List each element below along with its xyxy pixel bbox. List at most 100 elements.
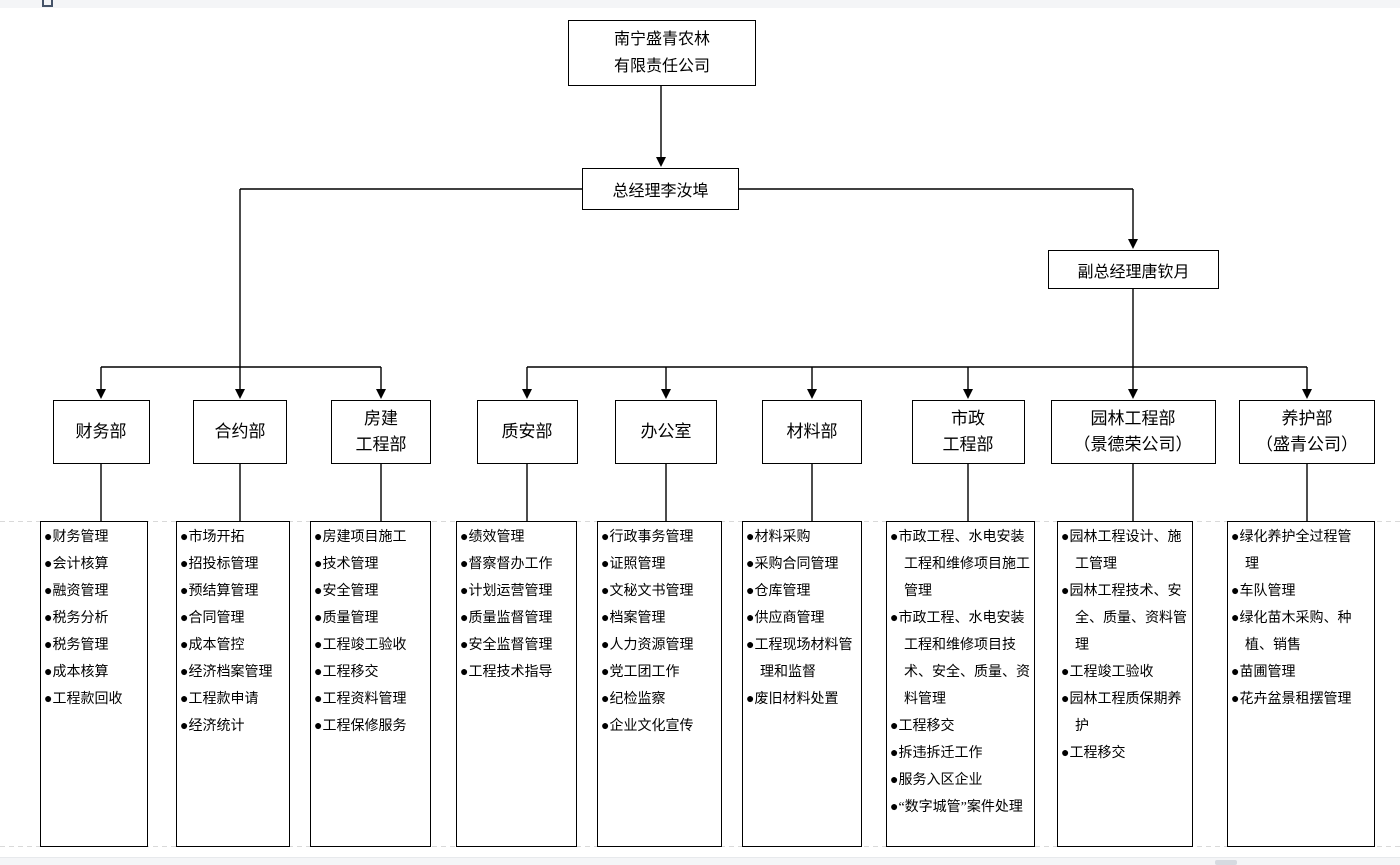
department-box-2: 合约部	[193, 400, 287, 464]
duty-item: ●工程现场材料管理和监督	[746, 638, 853, 680]
duty-item: ●合同管理	[180, 611, 245, 626]
duty-item: ●成本管控	[180, 638, 245, 653]
department-name: （景德荣公司）	[1073, 435, 1193, 454]
duty-item: ●苗圃管理	[1231, 665, 1296, 680]
department-name: 工程部	[942, 435, 994, 454]
company-name-line1: 南宁盛青农林	[613, 31, 710, 48]
duty-item: ●车队管理	[1231, 584, 1296, 599]
department-name: 财务部	[75, 422, 127, 441]
department-duties-box-5: ●行政事务管理●证照管理●文秘文书管理●档案管理●人力资源管理●党工团工作●纪检…	[597, 521, 722, 847]
duty-item: ●督察督办工作	[460, 557, 553, 572]
duty-item: ●市政工程、水电安装工程和维修项目技术、安全、质量、资料管理	[890, 611, 1030, 707]
department-name: 合约部	[214, 422, 266, 441]
department-duties-box-6: ●材料采购 ●采购合同管理 ●仓库管理 ●供应商管理 ●工程现场材料管理和监督 ●废旧材料…	[742, 521, 862, 847]
horizontal-scrollbar-thumb[interactable]	[1215, 860, 1237, 865]
department-name: 养护部	[1281, 409, 1333, 428]
duty-item: ●材料采购	[746, 530, 811, 545]
duty-item: ●企业文化宣传	[601, 719, 694, 734]
duty-item: ●花卉盆景租摆管理	[1231, 692, 1352, 707]
duty-item: ●档案管理	[601, 611, 666, 626]
department-box-4: 质安部	[476, 400, 578, 464]
duty-item: ●园林工程设计、施工管理	[1061, 530, 1182, 572]
department-box-7: 市政工程部	[911, 400, 1025, 464]
duty-item: ●纪检监察	[601, 692, 666, 707]
department-duties-box-3: ●房建项目施工●技术管理●安全管理●质量管理●工程竣工验收●工程移交●工程资料管…	[310, 521, 431, 847]
duty-item: ●园林工程技术、安全、质量、资料管理	[1061, 584, 1187, 653]
duty-item: ●供应商管理	[746, 611, 825, 626]
duty-item: ●市政工程、水电安装工程和维修项目施工管理	[890, 530, 1030, 599]
duty-item: ●成本核算	[44, 665, 109, 680]
duty-item: ●技术管理	[314, 557, 379, 572]
department-duties-box-7: ●市政工程、水电安装工程和维修项目施工管理 ●市政工程、水电安装工程和维修项目技术…	[886, 521, 1035, 847]
department-duties-box-1: ●财务管理 ●会计核算 ●融资管理 ●税务分析 ●税务管理 ●成本核算 ●工程款回收	[40, 521, 148, 847]
duty-item: ●安全监督管理	[460, 638, 553, 653]
department-name: 市政	[951, 409, 985, 428]
department-name: 办公室	[640, 422, 692, 441]
duty-item: ●安全管理	[314, 584, 379, 599]
general-manager-box: 总经理李汝埠	[582, 168, 739, 210]
department-duties-box-9: ●绿化养护全过程管理 ●车队管理 ●绿化苗木采购、种植、销售 ●苗圃管理 ●花卉盆景租摆…	[1227, 521, 1375, 847]
company-name-line2: 有限责任公司	[613, 58, 710, 75]
duty-item: ●证照管理	[601, 557, 666, 572]
department-name: 房建	[364, 409, 398, 428]
duty-item: ●预结算管理	[180, 584, 259, 599]
duty-item: ●工程移交	[1061, 746, 1126, 761]
department-box-9: 养护部 （盛青公司）	[1239, 400, 1375, 464]
duty-item: ●废旧材料处置	[746, 692, 839, 707]
company-root-box: 南宁盛青农林 有限责任公司	[568, 20, 756, 86]
department-name: 工程部	[355, 435, 407, 454]
duty-item: ●绩效管理	[460, 530, 525, 545]
department-name: 材料部	[786, 422, 838, 441]
duty-item: ●经济统计	[180, 719, 245, 734]
department-duties-box-4: ●绩效管理 ●督察督办工作 ●计划运营管理 ●质量监督管理 ●安全监督管理 ●工程技术指导	[456, 521, 577, 847]
duty-item: ●绿化养护全过程管理	[1231, 530, 1352, 572]
deputy-general-manager-label: 副总经理唐钦月	[1077, 263, 1190, 281]
duty-item: ●经济档案管理	[180, 665, 273, 680]
duty-item: ●财务管理	[44, 530, 109, 545]
department-duties-box-2: ●市场开拓●招投标管理●预结算管理●合同管理●成本管控●经济档案管理●工程款申请…	[176, 521, 290, 847]
duty-item: ●融资管理	[44, 584, 109, 599]
department-duties-box-8: ●园林工程设计、施工管理 ●园林工程技术、安全、质量、资料管理 ●工程竣工验收 ●园林…	[1057, 521, 1193, 847]
duty-item: ●工程资料管理	[314, 692, 407, 707]
duty-item: ●工程技术指导	[460, 665, 553, 680]
duty-item: ●园林工程质保期养护	[1061, 692, 1182, 734]
department-name: 质安部	[501, 422, 553, 441]
department-box-1: 财务部	[52, 400, 150, 464]
department-name: 园林工程部	[1090, 409, 1176, 428]
duty-item: ●工程款申请	[180, 692, 259, 707]
duty-item: ●市场开拓	[180, 530, 245, 545]
duty-item: ●文秘文书管理	[601, 584, 694, 599]
duty-item: ●“数字城管”案件处理	[890, 800, 1023, 815]
duty-item: ●服务入区企业	[890, 773, 983, 788]
department-box-3: 房建工程部	[331, 400, 431, 464]
duty-item: ●计划运营管理	[460, 584, 553, 599]
duty-item: ●工程移交	[890, 719, 955, 734]
duty-item: ●会计核算	[44, 557, 109, 572]
duty-item: ●工程竣工验收	[1061, 665, 1154, 680]
toolbar-icon-fragment	[42, 0, 53, 7]
duty-item: ●房建项目施工	[314, 530, 407, 545]
department-box-8: 园林工程部 （景德荣公司）	[1050, 400, 1216, 464]
department-box-5: 办公室	[615, 400, 717, 464]
general-manager-label: 总经理李汝埠	[612, 183, 709, 200]
duty-item: ●党工团工作	[601, 665, 680, 680]
duty-item: ●税务分析	[44, 611, 109, 626]
duty-item: ●工程款回收	[44, 692, 123, 707]
duty-item: ●采购合同管理	[746, 557, 839, 572]
duty-item: ●仓库管理	[746, 584, 811, 599]
duty-item: ●工程移交	[314, 665, 379, 680]
duty-item: ●质量管理	[314, 611, 379, 626]
department-name: （盛青公司）	[1256, 435, 1358, 454]
duty-item: ●拆违拆迁工作	[890, 746, 983, 761]
duty-item: ●质量监督管理	[460, 611, 553, 626]
deputy-general-manager-box: 副总经理唐钦月	[1048, 250, 1219, 289]
duty-item: ●人力资源管理	[601, 638, 694, 653]
department-box-6: 材料部	[762, 400, 862, 464]
duty-item: ●工程保修服务	[314, 719, 407, 734]
duty-item: ●绿化苗木采购、种植、销售	[1231, 611, 1352, 653]
top-window-strip	[0, 0, 1400, 8]
bottom-window-strip	[0, 857, 1400, 865]
duty-item: ●税务管理	[44, 638, 109, 653]
